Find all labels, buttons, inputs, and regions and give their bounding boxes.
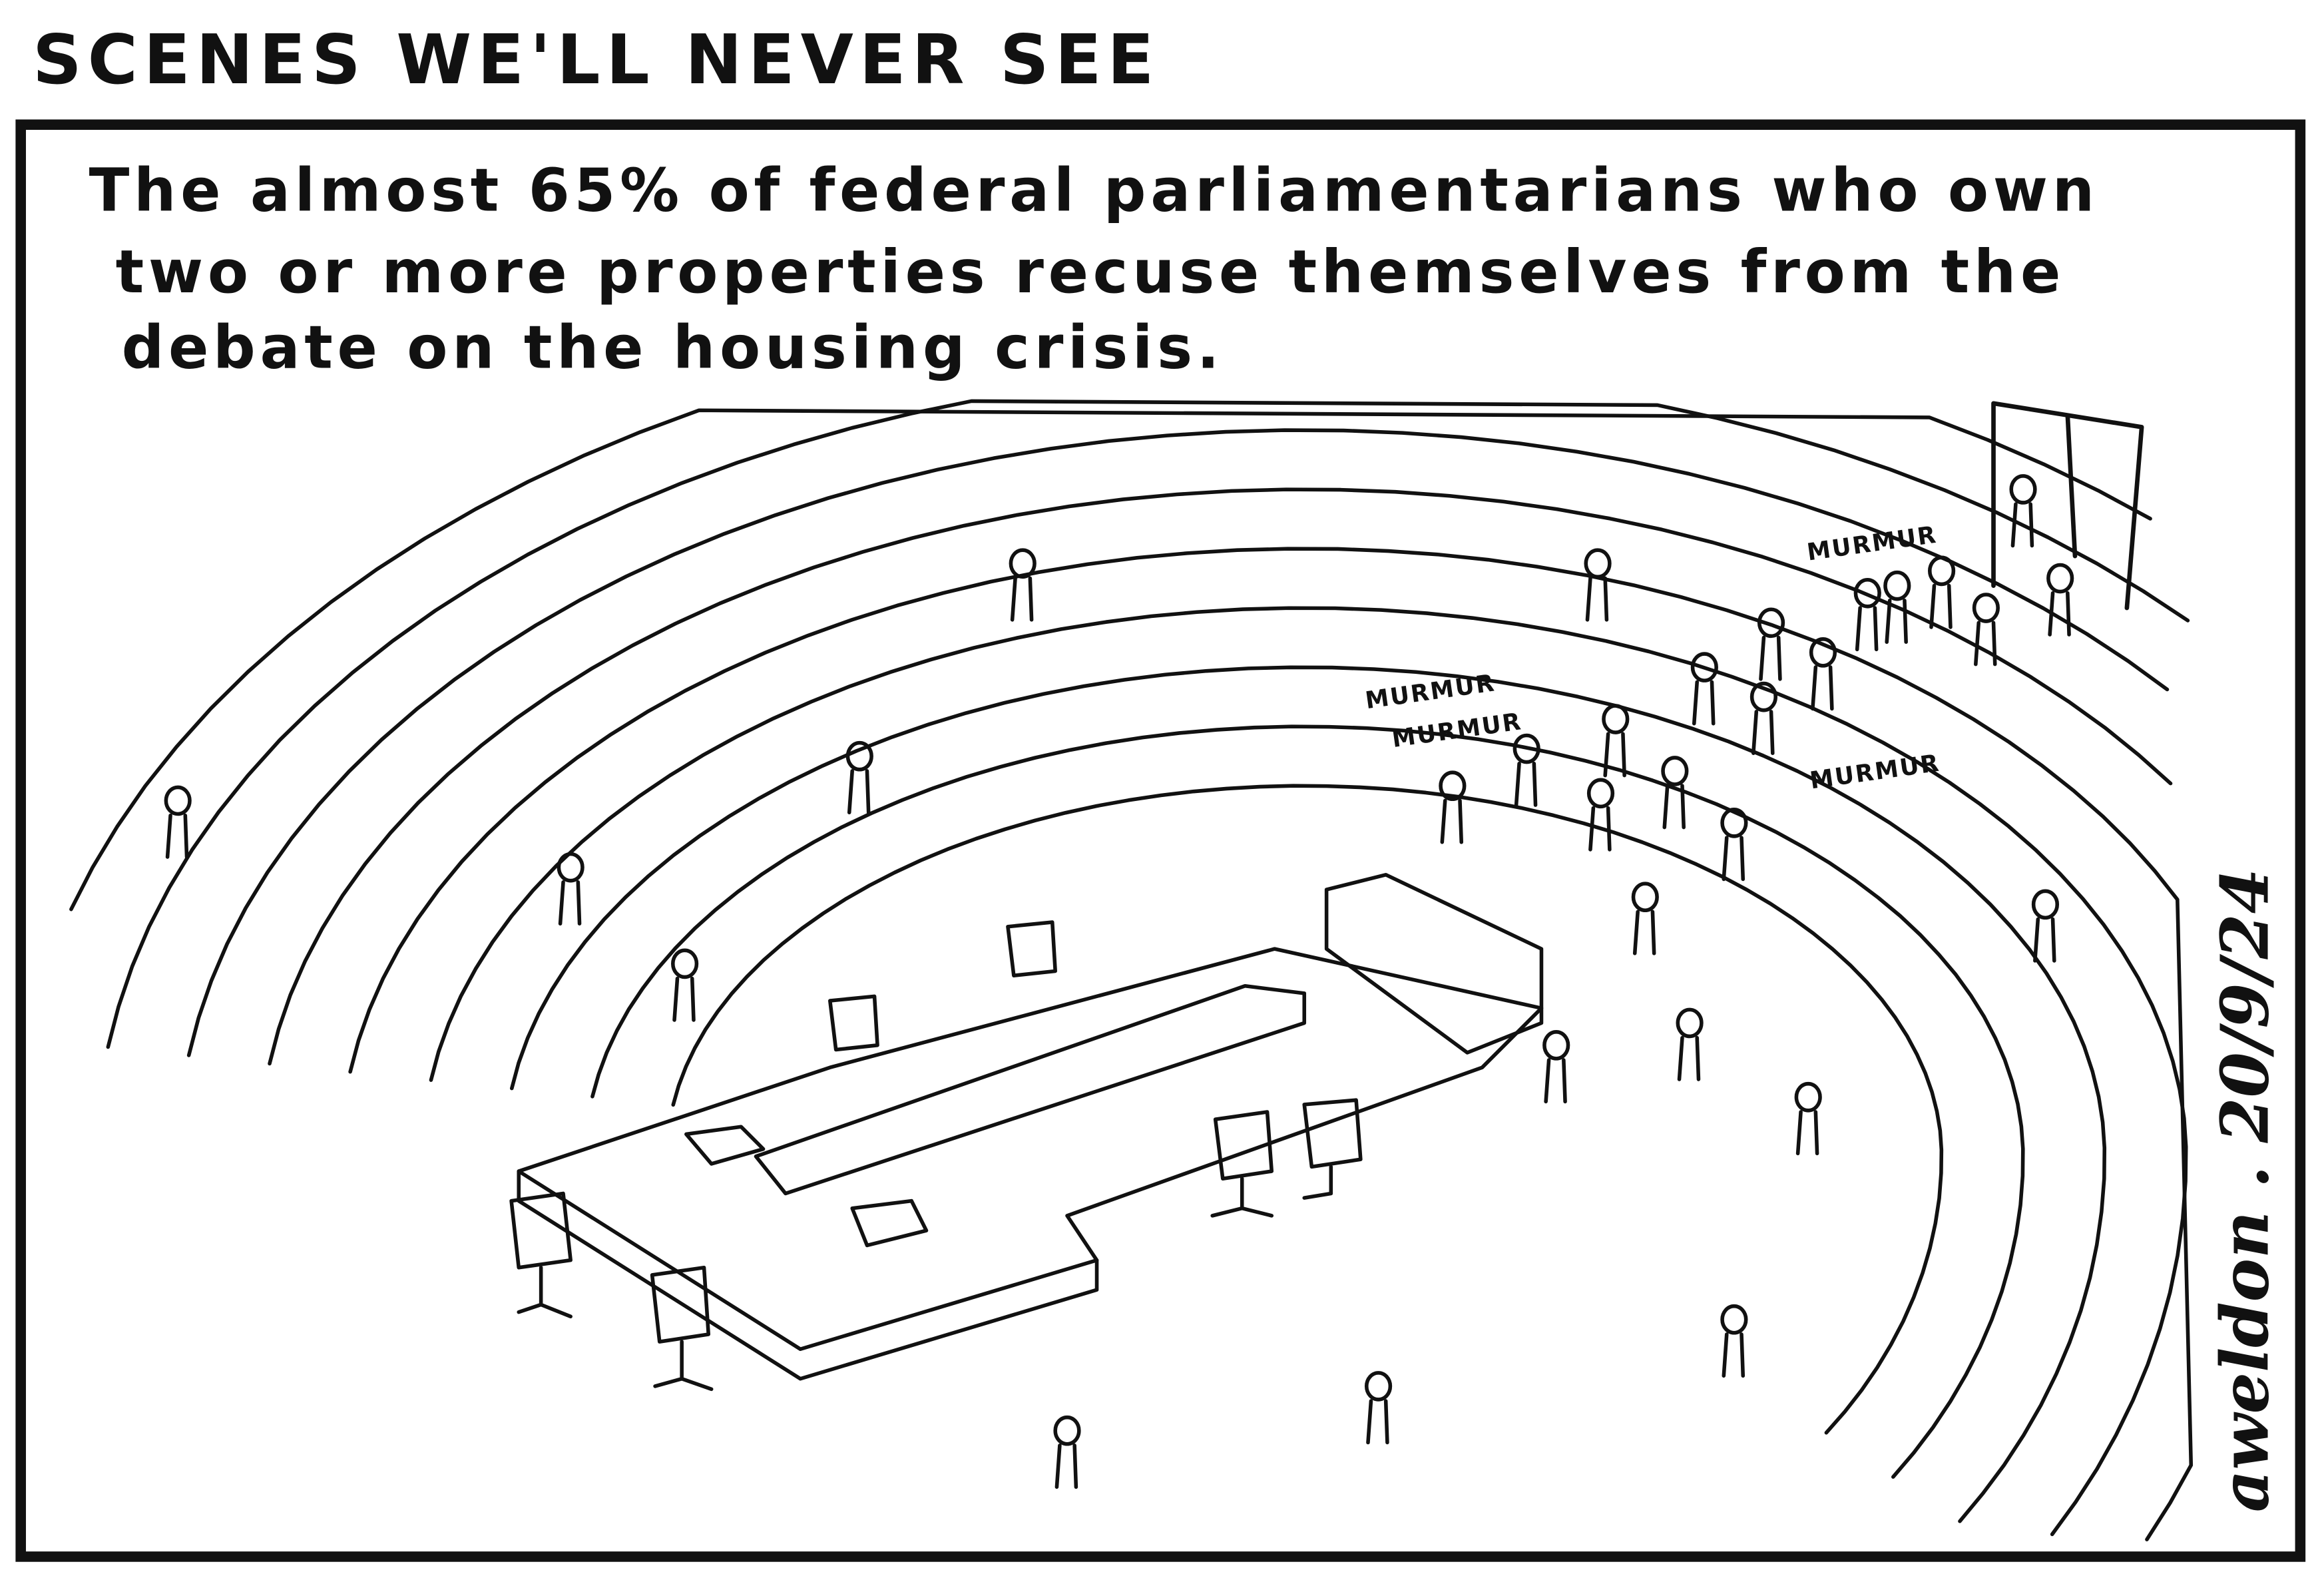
person-figure — [1757, 607, 1785, 681]
person-figure — [1676, 1007, 1704, 1081]
central-table — [517, 873, 1544, 1381]
door — [1991, 401, 2144, 611]
person-figure — [1512, 733, 1540, 807]
person-figure — [1720, 1304, 1748, 1378]
chairs — [509, 920, 1363, 1392]
person-figure — [1542, 1030, 1570, 1104]
person-figure — [1364, 1371, 1393, 1445]
person-figure — [1009, 548, 1037, 622]
bench-row — [268, 487, 2173, 1066]
person-figure — [164, 785, 192, 859]
person-figure — [2046, 563, 2074, 637]
person-figure — [1439, 770, 1467, 844]
person-figure — [1720, 808, 1748, 882]
caption-line-2: two or more properties recuse themselves… — [116, 238, 2065, 307]
person-figure — [1883, 570, 1911, 645]
bench-row — [509, 665, 2107, 1523]
person-figure — [1749, 681, 1778, 756]
parliamentarians — [164, 474, 2074, 1489]
person-figure — [1584, 548, 1612, 622]
murmur-label: MURMUR — [1390, 708, 1524, 753]
person-figure — [845, 740, 873, 815]
bench-row — [590, 724, 2025, 1479]
murmur-label: MURMUR — [1808, 750, 1942, 795]
bench-row — [106, 399, 2190, 1049]
panel-frame — [15, 119, 2306, 1562]
person-figure — [1853, 578, 1881, 652]
person-figure — [1972, 593, 2000, 666]
person-figure — [2009, 474, 2037, 548]
person-figure — [2031, 889, 2060, 963]
bench-row — [186, 428, 2170, 1057]
person-figure — [1794, 1082, 1822, 1156]
person-figure — [557, 852, 584, 926]
person-figure — [1809, 637, 1837, 711]
person-figure — [1631, 882, 1659, 955]
murmur-label: MURMUR — [1363, 669, 1497, 714]
person-figure — [1690, 652, 1718, 726]
person-figure — [1053, 1415, 1081, 1489]
person-figure — [1927, 555, 1956, 629]
bench-row — [348, 547, 2194, 1541]
caption-line-1: The almost 65% of federal parliamentaria… — [89, 156, 2099, 225]
person-figure — [1602, 704, 1630, 778]
cartoon-heading: SCENES WE'LL NEVER SEE — [33, 21, 1160, 100]
caption-line-3: debate on the housing crisis. — [122, 313, 1224, 382]
artist-signature: aweldon . 20/9/24 — [2207, 868, 2283, 1512]
chamber-benches — [69, 399, 2194, 1541]
person-figure — [1586, 778, 1615, 852]
person-figure — [1661, 756, 1689, 830]
bench-row — [429, 606, 2188, 1537]
bench-row — [69, 408, 2152, 912]
person-figure — [671, 948, 699, 1022]
bench-row — [671, 784, 1944, 1435]
